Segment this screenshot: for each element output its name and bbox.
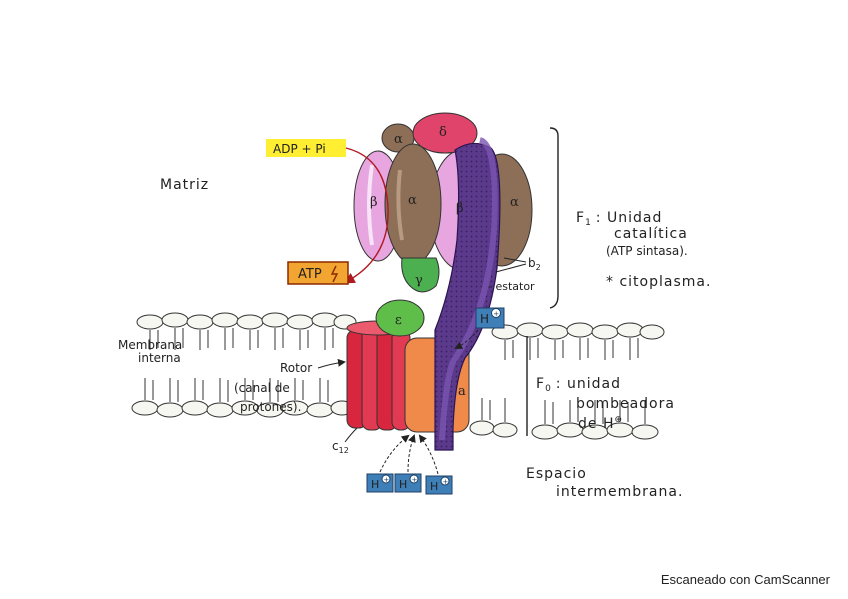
svg-text:H: H bbox=[430, 480, 438, 493]
label-epsilon: ε bbox=[395, 313, 402, 328]
adp-to-atp-arrow bbox=[343, 147, 389, 284]
label-inner-membrane-1: Membrana bbox=[118, 338, 182, 352]
label-stator: - estator bbox=[488, 280, 535, 293]
inner-membrane bbox=[131, 312, 665, 440]
label-inner-membrane-2: interna bbox=[138, 351, 181, 365]
svg-text:+: + bbox=[384, 476, 390, 484]
label-alpha-right: α bbox=[510, 195, 519, 210]
label-b2: b2 bbox=[528, 256, 541, 272]
atp-tag: ATP bbox=[287, 261, 349, 285]
proton-flow-arrows bbox=[379, 434, 439, 475]
adp-tag: ADP + Pi bbox=[266, 139, 346, 157]
subunit-epsilon bbox=[375, 299, 425, 337]
svg-text:H: H bbox=[480, 312, 489, 326]
svg-text:H: H bbox=[399, 478, 407, 491]
label-f1-title: F1: Unidad bbox=[576, 210, 662, 228]
label-alpha-top: α bbox=[394, 132, 403, 147]
svg-text:+: + bbox=[412, 476, 418, 484]
subunit-delta bbox=[412, 112, 478, 154]
label-f0-title: F0: unidad bbox=[536, 376, 621, 394]
label-matrix: Matriz bbox=[160, 177, 209, 193]
svg-text:+: + bbox=[493, 310, 499, 318]
svg-text:H: H bbox=[371, 478, 379, 491]
label-f1-line3: (ATP sintasa). bbox=[606, 244, 688, 258]
rotor-c-ring bbox=[346, 320, 411, 431]
label-f0-line2: bombeadora bbox=[576, 396, 675, 412]
label-f1-line2: catalítica bbox=[614, 226, 688, 242]
lightning-icon bbox=[330, 265, 339, 283]
label-proton-channel-1: (canal de bbox=[234, 381, 290, 395]
label-intermembrane-2: intermembrana. bbox=[556, 484, 683, 500]
svg-text:a: a bbox=[458, 384, 466, 399]
label-c12: c12 bbox=[332, 439, 349, 455]
svg-text:+: + bbox=[443, 478, 449, 486]
f1-bracket bbox=[549, 127, 559, 309]
subunit-gamma bbox=[401, 257, 440, 293]
label-beta-right: β bbox=[456, 201, 464, 216]
label-delta: δ bbox=[439, 125, 447, 140]
svg-text:ADP + Pi: ADP + Pi bbox=[273, 142, 326, 156]
svg-text:ATP: ATP bbox=[298, 267, 322, 282]
label-f0-line3: de H⊕ bbox=[578, 415, 623, 432]
proton-tag-bottom-3: H + bbox=[425, 475, 453, 495]
label-rotor: Rotor bbox=[280, 361, 312, 375]
proton-tag-top: H + bbox=[475, 307, 505, 329]
label-alpha-center: α bbox=[408, 193, 417, 208]
proton-tag-bottom-2: H + bbox=[394, 473, 422, 493]
label-intermembrane-1: Espacio bbox=[526, 466, 587, 482]
label-f1-line4: * citoplasma. bbox=[606, 274, 711, 290]
label-beta-left: β bbox=[370, 195, 378, 210]
label-proton-channel-2: protones). bbox=[240, 400, 301, 414]
proton-tag-bottom-1: H + bbox=[366, 473, 394, 493]
scanner-watermark: Escaneado con CamScanner bbox=[660, 572, 830, 587]
label-gamma: γ bbox=[415, 273, 423, 288]
